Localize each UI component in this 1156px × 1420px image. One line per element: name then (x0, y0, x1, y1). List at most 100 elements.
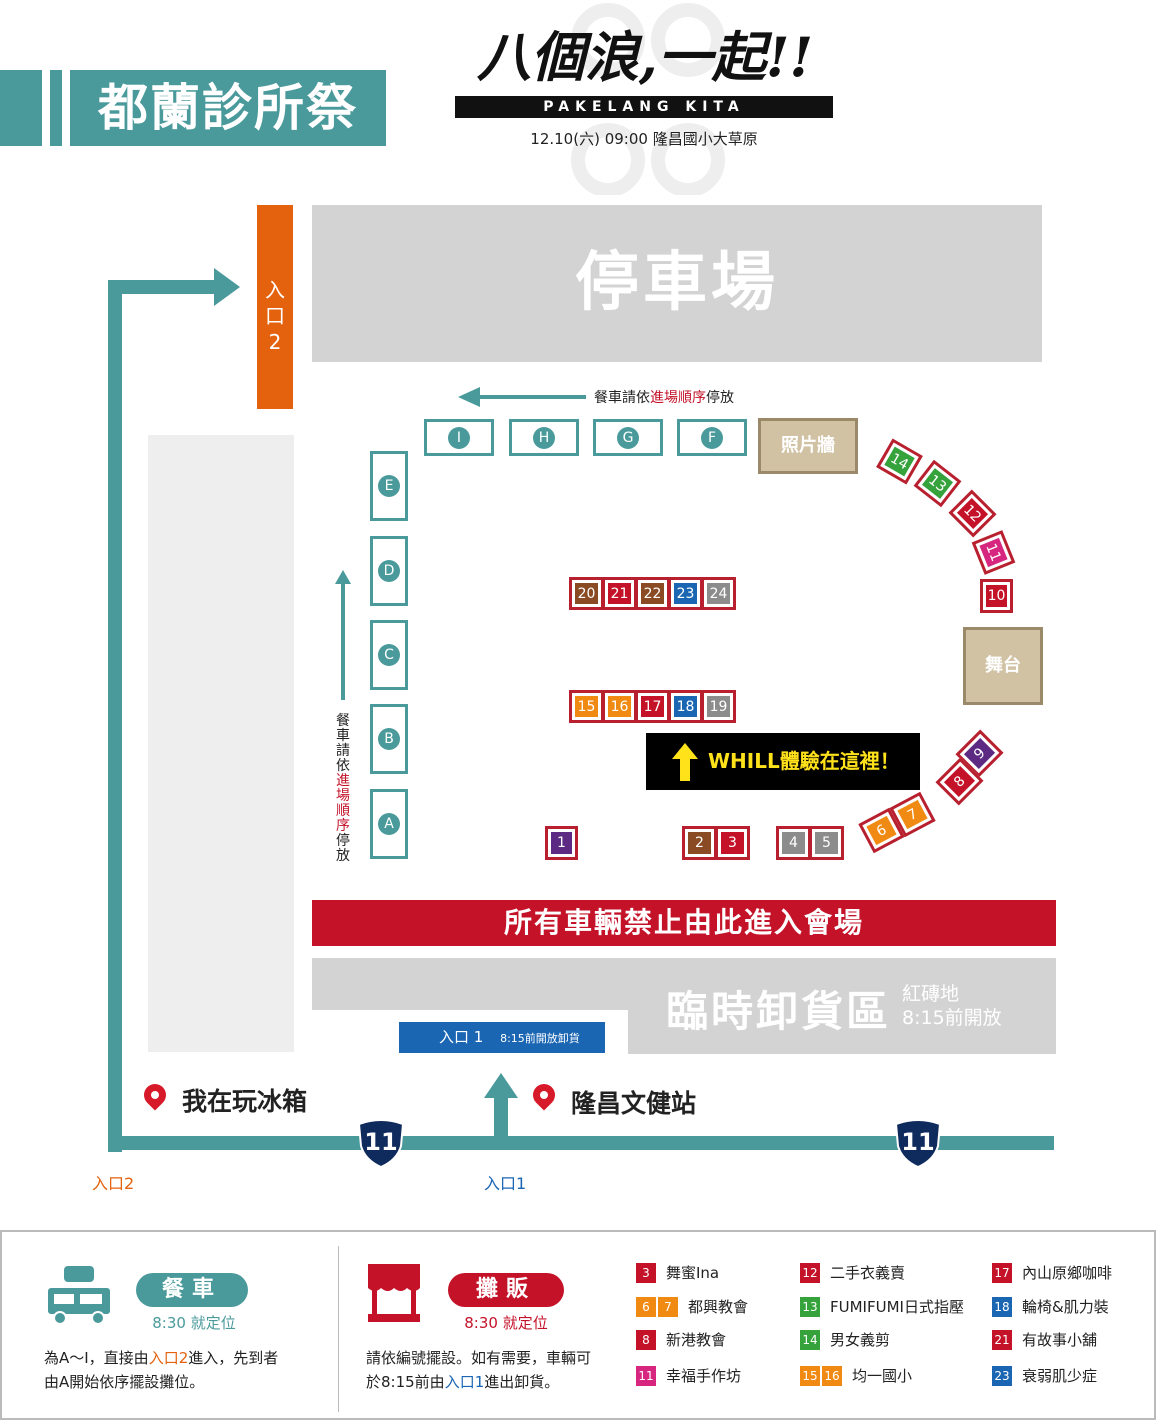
unload-note-line2: 8:15前開放 (902, 1007, 1002, 1029)
desc-text: 請依編號擺設。如有需要，車輛可 (366, 1349, 592, 1367)
legend-stall-number: 12 (800, 1262, 820, 1283)
desc-text: 進出卸貨。 (484, 1373, 560, 1391)
legend-stall-name: 衰弱肌少症 (1022, 1367, 1098, 1385)
food-truck-spot-A: A (370, 789, 408, 859)
unload-note-line1: 紅磚地 (902, 983, 960, 1005)
stall-number: 11 (979, 537, 1008, 568)
legend-entry: 23 衰弱肌少症 (992, 1365, 1097, 1387)
road-number-right: 11 (901, 1128, 935, 1156)
legend-stall-number: 7 (658, 1296, 678, 1317)
stall-number: 17 (641, 696, 664, 717)
side-area (148, 435, 294, 1052)
food-truck-spot-D: D (370, 536, 408, 606)
legend-stall-number: 17 (992, 1262, 1012, 1283)
stall-number: 7 (897, 799, 928, 830)
stall-number: 12 (956, 497, 989, 530)
desc-text: 於8:15前由 (366, 1373, 445, 1391)
road-number-left: 11 (364, 1128, 398, 1156)
side-note-char: 請 (336, 743, 350, 759)
note-highlight: 進場順序 (650, 390, 706, 406)
entrance-1-note: 8:15前開放卸貨 (500, 1032, 580, 1045)
legend-stall-number: 13 (800, 1296, 820, 1317)
spot-label: B (378, 728, 400, 750)
food-truck-icon (48, 1266, 110, 1325)
stall-number: 3 (721, 832, 744, 854)
desc-text: 由A開始依序擺設攤位。 (44, 1373, 205, 1391)
spot-label: H (533, 426, 555, 449)
side-note-char: 順 (336, 803, 350, 819)
stall-number: 18 (674, 696, 697, 717)
stall-number: 8 (943, 765, 976, 798)
whill-text: WHILL體驗在這裡！ (708, 749, 900, 773)
legend-stall-number: 23 (992, 1365, 1012, 1386)
location-pin-icon (528, 1079, 560, 1118)
stall-number: 16 (608, 696, 631, 717)
stall-number: 20 (575, 583, 598, 604)
stall-number: 9 (963, 737, 996, 770)
legend-panel (0, 1230, 1156, 1420)
food-order-note-side: 餐車請依進場順序停放 (335, 714, 351, 864)
legend-stall-number: 16 (822, 1365, 842, 1386)
food-truck-spot-E: E (370, 451, 408, 521)
stall-number: 4 (782, 832, 805, 854)
stall-number: 24 (707, 583, 730, 604)
stall-number: 19 (707, 696, 730, 717)
food-truck-spot-B: B (370, 704, 408, 774)
spot-label: G (617, 426, 639, 449)
vendor-desc: 請依編號擺設。如有需要，車輛可 於8:15前由入口1進出卸貨。 (366, 1346, 636, 1394)
stall-number: 15 (575, 696, 598, 717)
event-datetime: 12.10(六) 09:00 隆昌國小大草原 (530, 130, 758, 148)
legend-stall-number: 11 (636, 1365, 656, 1386)
header-stripe (0, 70, 42, 146)
legend-stall-name: 輪椅&肌力裝 (1022, 1298, 1109, 1316)
market-stall-icon (368, 1264, 420, 1322)
road-entry-1-label: 入口1 (484, 1174, 527, 1193)
stall-5: 5 (809, 826, 844, 860)
stall-20: 20 (569, 577, 604, 610)
legend-stall-number: 14 (800, 1329, 820, 1350)
legend-stall-name: 均一國小 (852, 1367, 913, 1385)
no-vehicle-banner: 所有車輛禁止由此進入會場 (312, 900, 1056, 946)
legend-stall-name: 有故事小舖 (1022, 1331, 1098, 1349)
stall-number: 6 (866, 815, 897, 846)
stall-number: 23 (674, 583, 697, 604)
event-title: 都蘭診所祭 (70, 70, 386, 146)
entrance-1-label: 入口 1 (439, 1028, 484, 1046)
header-stripe-thin (50, 70, 62, 146)
stall-21: 21 (602, 577, 637, 610)
note-text: 停放 (706, 390, 734, 406)
legend-stall-number: 8 (636, 1329, 656, 1350)
stall-16: 16 (602, 690, 637, 723)
stall-22: 22 (635, 577, 670, 610)
stall-15: 15 (569, 690, 604, 723)
stall-3: 3 (715, 826, 750, 860)
food-truck-time: 8:30 就定位 (152, 1314, 236, 1332)
desc-highlight: 入口2 (148, 1349, 189, 1367)
food-truck-spot-I: I (424, 419, 494, 456)
legend-entry: 17 內山原鄉咖啡 (992, 1262, 1112, 1284)
stall-24: 24 (701, 577, 736, 610)
place-label-fridge: 我在玩冰箱 (182, 1087, 308, 1116)
stall-17: 17 (635, 690, 670, 723)
food-truck-spot-C: C (370, 620, 408, 690)
stall-23: 23 (668, 577, 703, 610)
road-shield-left: 11 (357, 1118, 405, 1169)
side-note-char: 停 (336, 833, 350, 849)
location-pin-icon (139, 1079, 171, 1118)
legend-stall-name: 新港教會 (666, 1331, 727, 1349)
legend-stall-name: 二手衣義賣 (830, 1264, 906, 1282)
road-shield-right: 11 (894, 1118, 942, 1169)
spot-label: F (701, 426, 723, 449)
place-label-culture-station: 隆昌文健站 (571, 1089, 697, 1118)
legend-stall-name: 男女義剪 (830, 1331, 891, 1349)
spot-label: A (378, 813, 400, 835)
legend-stall-name: 內山原鄉咖啡 (1022, 1264, 1113, 1282)
